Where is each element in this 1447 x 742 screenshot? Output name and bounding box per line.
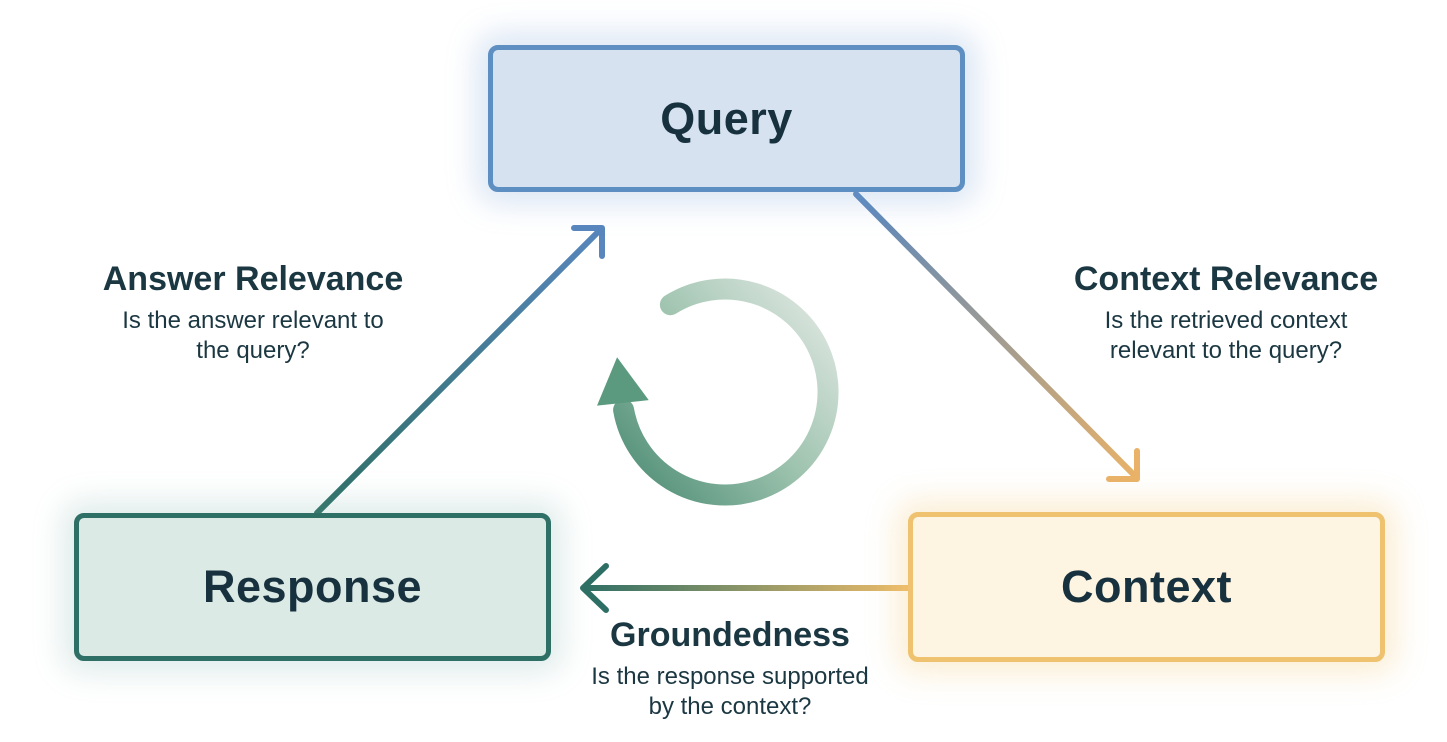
question-line: the query? (196, 337, 310, 364)
metric-context-relevance-question: Is the retrieved context relevant to the… (1046, 306, 1406, 366)
node-response-label: Response (202, 561, 423, 612)
metric-answer-relevance: Answer Relevance Is the answer relevant … (73, 260, 433, 366)
node-context: Context (908, 512, 1385, 662)
metric-context-relevance: Context Relevance Is the retrieved conte… (1046, 260, 1406, 366)
arrow-response-to-query (314, 225, 605, 516)
metric-answer-relevance-question: Is the answer relevant to the query? (73, 306, 433, 366)
metric-answer-relevance-title: Answer Relevance (102, 260, 404, 298)
metric-groundedness: Groundedness Is the response supported b… (550, 616, 910, 722)
node-context-label: Context (1061, 561, 1232, 612)
metric-groundedness-title: Groundedness (610, 616, 850, 654)
question-line: Is the retrieved context (1104, 307, 1348, 334)
question-line: relevant to the query? (1109, 337, 1343, 364)
node-query: Query (488, 45, 965, 192)
arrow-query-to-context (853, 191, 1140, 482)
question-line: Is the answer relevant to (122, 307, 384, 334)
metric-context-relevance-title: Context Relevance (1073, 260, 1379, 298)
cycle-arrow-icon (597, 278, 839, 506)
metric-groundedness-question: Is the response supported by the context… (550, 662, 910, 722)
question-line: Is the response supported (591, 663, 869, 690)
node-query-label: Query (660, 92, 793, 144)
question-line: by the context? (648, 693, 812, 720)
arrow-context-to-response (580, 563, 913, 613)
node-response: Response (74, 513, 551, 661)
